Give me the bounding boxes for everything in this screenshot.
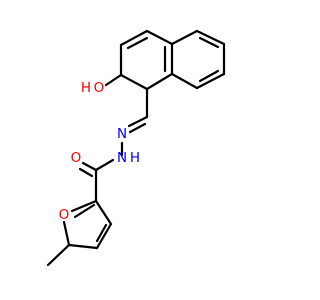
- bond: [67, 243, 99, 250]
- structure-diagram: O H N N H O O: [46, 29, 226, 267]
- bond-double: [198, 69, 220, 83]
- hydroxyl-oxygen-label: O: [94, 80, 105, 96]
- bond: [104, 73, 123, 87]
- bond: [195, 29, 226, 46]
- bond: [127, 115, 149, 128]
- bond: [81, 161, 98, 172]
- bond: [119, 73, 149, 91]
- amide-hydrogen-label: H: [130, 150, 140, 166]
- bond-double: [95, 223, 108, 243]
- bond-double: [73, 203, 96, 219]
- bond: [170, 29, 199, 46]
- bond-double: [198, 36, 220, 49]
- bond: [46, 243, 71, 267]
- bond: [94, 199, 113, 226]
- bond: [95, 222, 113, 250]
- bond: [145, 29, 174, 46]
- bond: [170, 72, 199, 90]
- bond-double: [128, 122, 147, 134]
- bond: [94, 158, 115, 172]
- bond: [119, 29, 149, 47]
- bond: [70, 199, 98, 213]
- bond: [62, 220, 71, 247]
- molecule-canvas: O H N N H O O: [46, 29, 226, 267]
- carbonyl-oxygen-label: O: [71, 150, 82, 166]
- bond: [195, 72, 226, 90]
- bond-double: [126, 36, 149, 50]
- imine-nitrogen-label: N: [117, 126, 127, 142]
- furan-oxygen-label: O: [59, 207, 70, 223]
- bond-double: [78, 167, 94, 178]
- hydroxyl-hydrogen-label: H: [81, 80, 91, 96]
- amide-nitrogen-label: N: [117, 150, 127, 166]
- bond: [145, 72, 174, 91]
